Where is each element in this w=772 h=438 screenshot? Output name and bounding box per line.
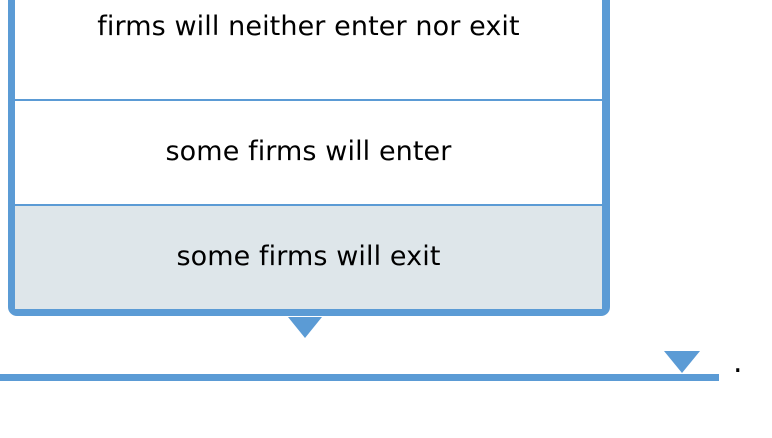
dropdown-option-label: some firms will exit (176, 241, 441, 273)
dropdown-option-some-firms-will-exit[interactable]: some firms will exit (15, 204, 602, 309)
dropdown-option-some-firms-will-enter[interactable]: some firms will enter (15, 99, 602, 204)
trailing-period-text: . (733, 345, 743, 380)
dropdown-option-neither-enter-nor-exit[interactable]: firms will neither enter nor exit (15, 0, 602, 99)
chevron-down-icon[interactable] (288, 317, 322, 338)
dropdown-options-panel[interactable]: firms will neither enter nor exit some f… (8, 0, 610, 316)
chevron-down-icon[interactable] (664, 351, 700, 373)
horizontal-divider (0, 374, 719, 381)
dropdown-option-label: some firms will enter (165, 136, 452, 168)
dropdown-option-label: firms will neither enter nor exit (97, 11, 520, 43)
